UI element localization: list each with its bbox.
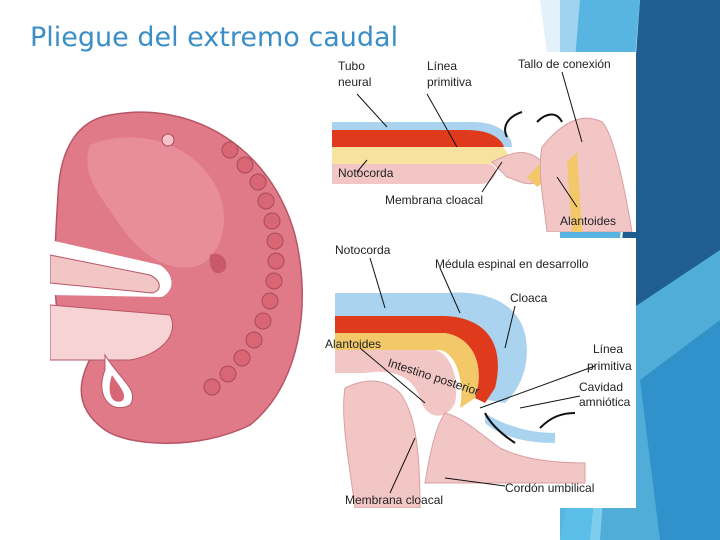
top-section-diagram: Tubo neural Línea primitiva Tallo de con… xyxy=(332,52,636,232)
label-alantoides-top: Alantoides xyxy=(560,214,616,228)
label-cordon-umbilical: Cordón umbilical xyxy=(505,481,594,495)
deco-shape-light-3 xyxy=(640,320,720,540)
label-tubo-neural-1: Tubo xyxy=(338,59,365,73)
label-linea-primitiva-1: Línea xyxy=(427,59,457,73)
deco-shape-light-4 xyxy=(540,0,580,60)
label-cavidad-amniotica-2: amniótica xyxy=(579,395,631,409)
label-medula-espinal: Médula espinal en desarrollo xyxy=(435,257,589,271)
connecting-stalk xyxy=(50,240,174,361)
label-membrana-cloacal-bottom: Membrana cloacal xyxy=(345,493,443,507)
bottom-section-diagram: Notocorda Médula espinal en desarrollo C… xyxy=(325,238,636,508)
label-notocorda-bottom: Notocorda xyxy=(335,243,391,257)
somites xyxy=(203,141,285,396)
tail-curl xyxy=(101,353,134,408)
label-notocorda-top: Notocorda xyxy=(338,166,394,180)
top-tissue-layers xyxy=(332,117,633,232)
bottom-leader-lines xyxy=(359,257,596,494)
label-tubo-neural-2: neural xyxy=(338,75,371,89)
label-tallo-de-conexion: Tallo de conexión xyxy=(518,57,611,71)
bottom-arrows xyxy=(484,412,576,444)
label-alantoides-bottom: Alantoides xyxy=(325,337,381,351)
bottom-tissue-layers xyxy=(335,292,586,508)
slide-title: Pliegue del extremo caudal xyxy=(30,22,399,53)
top-leader-lines xyxy=(356,71,583,208)
limb-bud xyxy=(209,253,227,274)
embryo-illustration xyxy=(50,111,303,444)
label-cavidad-amniotica-1: Cavidad xyxy=(579,380,623,394)
label-linea-primitiva-b1: Línea xyxy=(593,342,623,356)
label-linea-primitiva-2: primitiva xyxy=(427,75,472,89)
label-membrana-cloacal-top: Membrana cloacal xyxy=(385,193,483,207)
label-linea-primitiva-b2: primitiva xyxy=(587,359,632,373)
top-arrows xyxy=(504,111,563,138)
label-cloaca: Cloaca xyxy=(510,291,548,305)
